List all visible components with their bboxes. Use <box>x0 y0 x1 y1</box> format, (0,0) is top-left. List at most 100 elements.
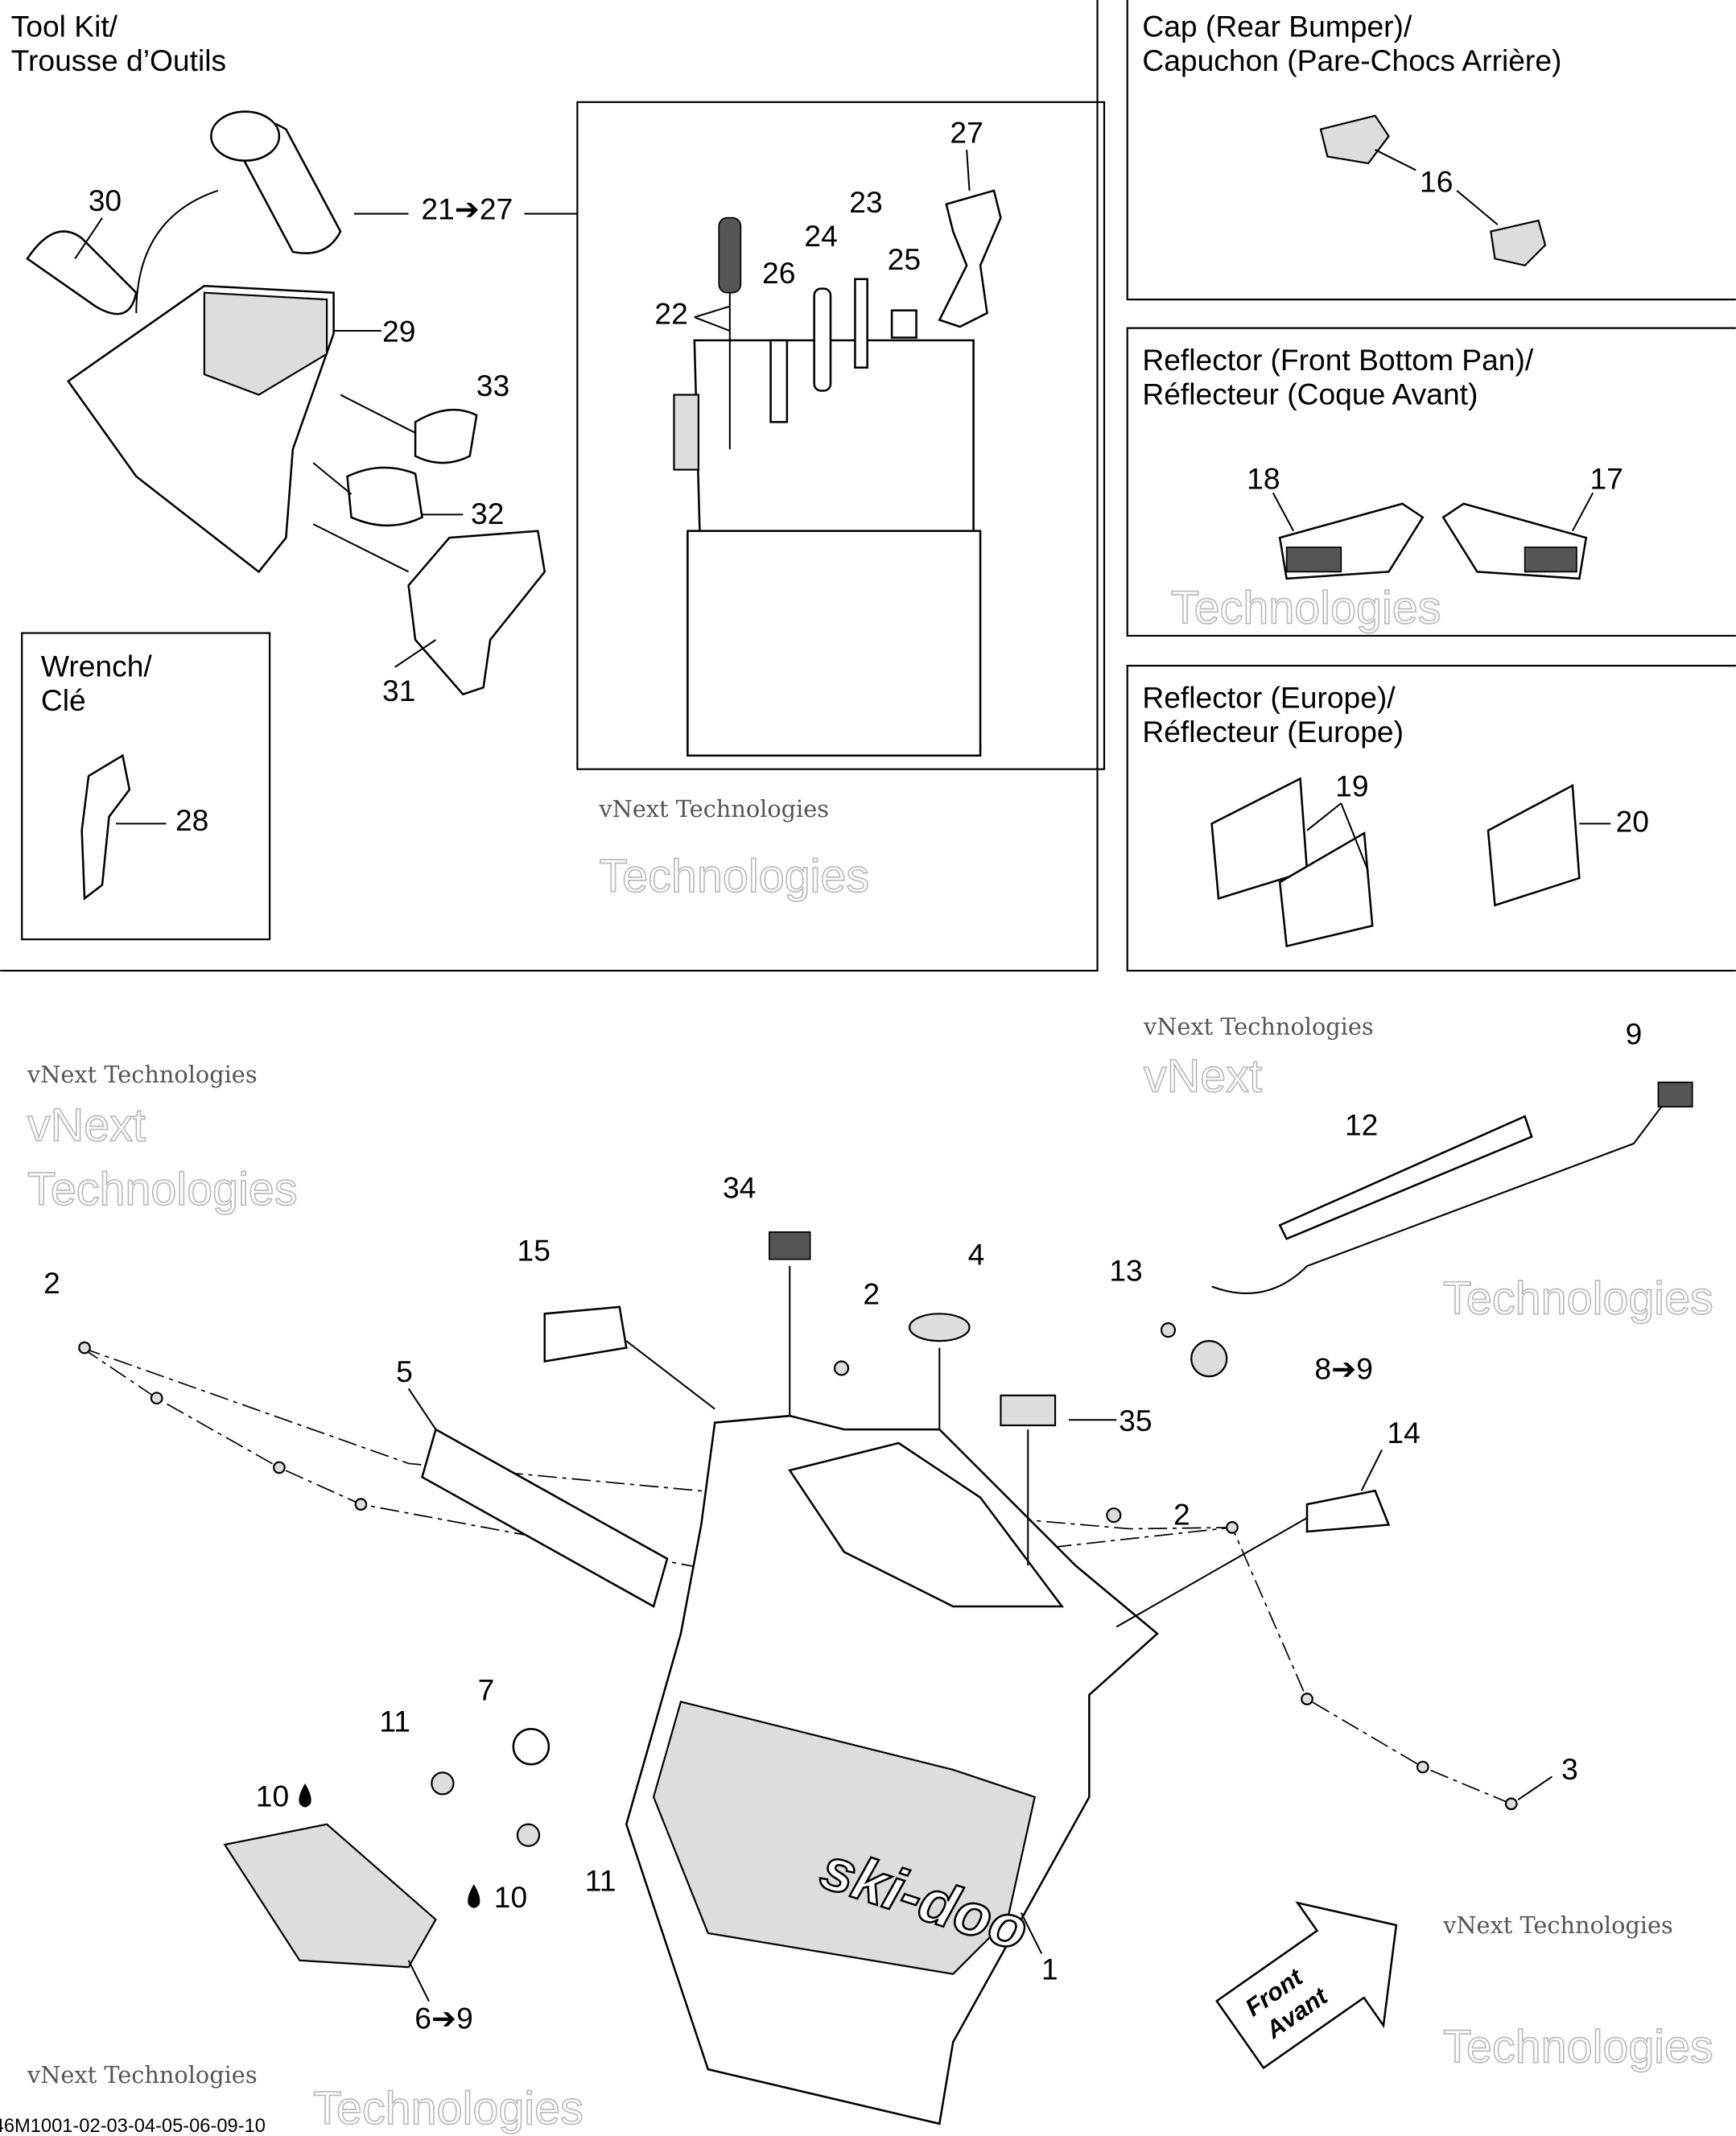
wrench-title-en: Wrench/ <box>41 649 153 683</box>
toolkit-parts <box>26 110 1002 757</box>
callout-2: 2 <box>863 1276 880 1310</box>
callout-2: 2 <box>43 1266 60 1300</box>
leader-line <box>407 1960 430 2002</box>
screwdriver-22 <box>718 216 742 294</box>
leader-line <box>74 217 103 259</box>
mud-flap-panel <box>652 1701 1037 1975</box>
strap-30 <box>26 230 138 315</box>
wire-harness-8 <box>1211 1088 1676 1294</box>
callout-15: 15 <box>518 1233 550 1267</box>
reflector-19b <box>1278 831 1374 948</box>
leader-line <box>1020 1912 1043 1954</box>
callout-13: 13 <box>1109 1254 1142 1288</box>
spanner-27 <box>938 189 1002 328</box>
watermark: vNext <box>1144 1051 1262 1103</box>
rivet <box>273 1461 286 1474</box>
watermark: vNext Technologies <box>27 1061 258 1088</box>
callout-29: 29 <box>382 315 415 348</box>
screw-2 <box>1106 1507 1122 1524</box>
callout-25: 25 <box>888 242 921 276</box>
right-arrow-icon <box>1215 1901 1398 2070</box>
top-cover <box>788 1441 1065 1608</box>
clip-25 <box>890 309 917 339</box>
watermark: Technologies <box>599 851 869 902</box>
socket-8 <box>1190 1340 1228 1378</box>
reflector-20 <box>1487 783 1581 907</box>
wrench-23 <box>854 278 868 369</box>
reflector-front-frame <box>1126 327 1736 637</box>
callout-3: 3 <box>1561 1752 1578 1786</box>
leader-line <box>394 639 437 668</box>
cap-title-en: Cap (Rear Bumper)/ <box>1142 10 1412 43</box>
callout-6-9: 6➔9 <box>414 2001 473 2035</box>
watermark: Technologies <box>1443 1272 1713 1324</box>
callout-33: 33 <box>476 369 509 402</box>
leader-line <box>1517 1775 1553 1801</box>
toolkit-title-en: Tool Kit/ <box>11 10 118 43</box>
drop-icon <box>468 1884 480 1908</box>
leader-line <box>1306 802 1342 831</box>
screw-2 <box>833 1360 850 1376</box>
callout-14: 14 <box>1387 1416 1420 1449</box>
leader-line <box>1456 190 1499 225</box>
reflector-europe-title-en: Reflector (Europe)/ <box>1142 681 1396 715</box>
watermark: Technologies <box>1171 583 1441 634</box>
callout-11: 11 <box>379 1705 410 1738</box>
arrow-line <box>135 189 219 314</box>
arrow-line <box>340 394 416 434</box>
arrow-line <box>312 462 353 495</box>
watermark: vNext Technologies <box>1442 1911 1673 1939</box>
tool-case-lid <box>203 291 328 396</box>
callout-18: 18 <box>1247 461 1280 495</box>
watermark: Technologies <box>27 1164 298 1215</box>
rivet <box>1301 1693 1313 1705</box>
leader-line <box>694 316 731 332</box>
centerline <box>81 1346 1232 1530</box>
callout-8-9: 8➔9 <box>1314 1352 1373 1386</box>
frames <box>0 0 1736 972</box>
cap-16b <box>1490 219 1547 267</box>
callout-10: 10 <box>256 1779 289 1813</box>
callout-22: 22 <box>654 297 687 331</box>
foam-32 <box>346 466 423 527</box>
strip-12 <box>1278 1115 1533 1240</box>
cap-title-fr: Capuchon (Pare-Chocs Arrière) <box>1142 43 1561 77</box>
callout-34: 34 <box>723 1171 756 1205</box>
callout-28: 28 <box>175 803 208 837</box>
bit-22 <box>673 394 700 471</box>
callout-32: 32 <box>471 497 504 530</box>
foam-33 <box>414 408 478 464</box>
leader-line <box>1272 492 1294 532</box>
main-assembly: ski-doo <box>78 1081 1693 2126</box>
wrench-28 <box>80 753 131 901</box>
callout-35: 35 <box>1119 1404 1152 1437</box>
toolkit-title-fr: Trousse d’Outils <box>11 43 226 77</box>
callout-11: 11 <box>585 1864 616 1898</box>
leader-line <box>1340 802 1370 872</box>
watermark: vNext Technologies <box>1143 1013 1374 1041</box>
leader-line <box>1115 1517 1308 1628</box>
rivet <box>354 1498 368 1511</box>
watermark: vNext <box>27 1099 146 1151</box>
callout-21-27: 21➔27 <box>421 192 513 225</box>
watermarks: vNext Technologies Technologies Technolo… <box>27 582 1714 2135</box>
watermark: vNext Technologies <box>598 795 829 823</box>
decal-35 <box>1000 1394 1057 1427</box>
rivet <box>1226 1521 1239 1534</box>
reflector-14 <box>1305 1489 1391 1533</box>
leader-line <box>407 1388 437 1430</box>
callout-16: 16 <box>1420 165 1453 199</box>
callout-10: 10 <box>494 1880 527 1914</box>
callout-9: 9 <box>1626 1016 1643 1050</box>
connector-9 <box>1657 1081 1693 1108</box>
drawing-code: 46M1001-02-03-04-05-06-09-10 <box>0 2116 266 2136</box>
callout-2: 2 <box>1173 1498 1190 1532</box>
callout-19: 19 <box>1335 769 1368 803</box>
reflector-europe-frame <box>1126 665 1736 972</box>
tool-holder <box>687 530 982 757</box>
callout-17: 17 <box>1590 461 1623 495</box>
callout-30: 30 <box>89 183 122 217</box>
feeler-24 <box>813 287 832 392</box>
